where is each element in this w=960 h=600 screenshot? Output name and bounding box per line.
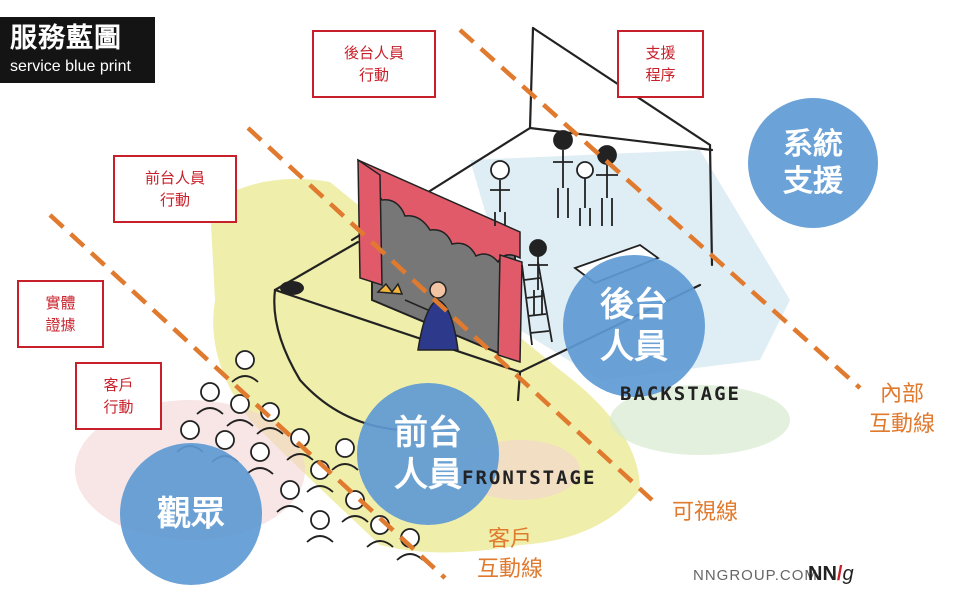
box-backstage-actions-line1: 後台人員 — [343, 44, 404, 62]
box-customer-actions: 客戶 行動 — [75, 362, 162, 430]
circle-frontstage-staff-line1: 前台 — [394, 412, 462, 453]
box-customer-actions-line1: 客戶 — [103, 376, 134, 394]
circle-backstage-staff: 後台 人員 — [563, 255, 705, 397]
box-backstage-actions-line2: 行動 — [358, 66, 389, 84]
label-visibility: 可視線 — [655, 498, 755, 528]
label-internal-interaction-line1: 內部 — [879, 382, 924, 407]
box-physical-evidence-line2: 證據 — [45, 316, 76, 334]
label-internal-interaction: 內部 互動線 — [852, 380, 952, 440]
title-main: 服務藍圖 — [10, 23, 122, 54]
label-internal-interaction-line2: 互動線 — [868, 412, 935, 437]
circle-audience: 觀眾 — [120, 443, 262, 585]
interaction-lines — [48, 28, 862, 580]
circle-frontstage-staff-line2: 人員 — [394, 455, 462, 495]
circle-audience-label: 觀眾 — [157, 493, 225, 534]
circle-backstage-staff-line1: 後台 — [600, 284, 668, 325]
box-support-process-line1: 支援 — [645, 44, 676, 62]
circle-backstage-staff-line2: 人員 — [600, 327, 668, 367]
box-physical-evidence-line1: 實體 — [45, 294, 76, 312]
circle-system-support-line1: 系統 — [783, 126, 843, 162]
box-frontstage-actions-line1: 前台人員 — [144, 169, 205, 187]
circle-system-support: 系統 支援 — [748, 98, 878, 228]
nng-logo: NN/g — [808, 563, 854, 586]
box-customer-actions-line2: 行動 — [103, 398, 134, 416]
box-support-process: 支援 程序 — [617, 30, 704, 98]
logo-g: g — [842, 563, 854, 585]
spotlight — [280, 281, 304, 295]
line-physical-evidence — [48, 213, 447, 580]
box-physical-evidence: 實體 證據 — [17, 280, 104, 348]
box-support-process-line2: 程序 — [645, 66, 676, 84]
footer-site: NNGROUP.COM — [693, 567, 818, 584]
circle-system-support-line2: 支援 — [783, 164, 843, 199]
box-frontstage-actions-line2: 行動 — [159, 191, 190, 209]
box-backstage-actions: 後台人員 行動 — [312, 30, 436, 98]
curtain-top — [357, 158, 521, 264]
line-visibility — [458, 28, 862, 390]
line-line-of-interaction — [246, 126, 654, 502]
logo-nn: NN — [808, 563, 837, 585]
ladder — [521, 261, 553, 346]
label-customer-interaction-line1: 客戶 — [487, 527, 532, 552]
title-sub: service blue print — [10, 58, 131, 75]
box-frontstage-actions: 前台人員 行動 — [113, 155, 237, 223]
label-frontstage: FRONTSTAGE — [462, 467, 597, 489]
label-backstage: BACKSTAGE — [620, 383, 741, 405]
label-visibility-line1: 可視線 — [671, 500, 738, 525]
curtain-left — [357, 158, 383, 287]
label-customer-interaction: 客戶 互動線 — [460, 525, 560, 585]
label-customer-interaction-line2: 互動線 — [476, 557, 543, 582]
curtain-right — [497, 253, 523, 364]
logo-slash: / — [836, 563, 843, 585]
backstage-staff-figures — [490, 130, 618, 315]
performer-figure — [376, 281, 459, 351]
title-box: 服務藍圖 service blue print — [0, 17, 155, 83]
circle-frontstage-staff: 前台 人員 — [357, 383, 499, 525]
